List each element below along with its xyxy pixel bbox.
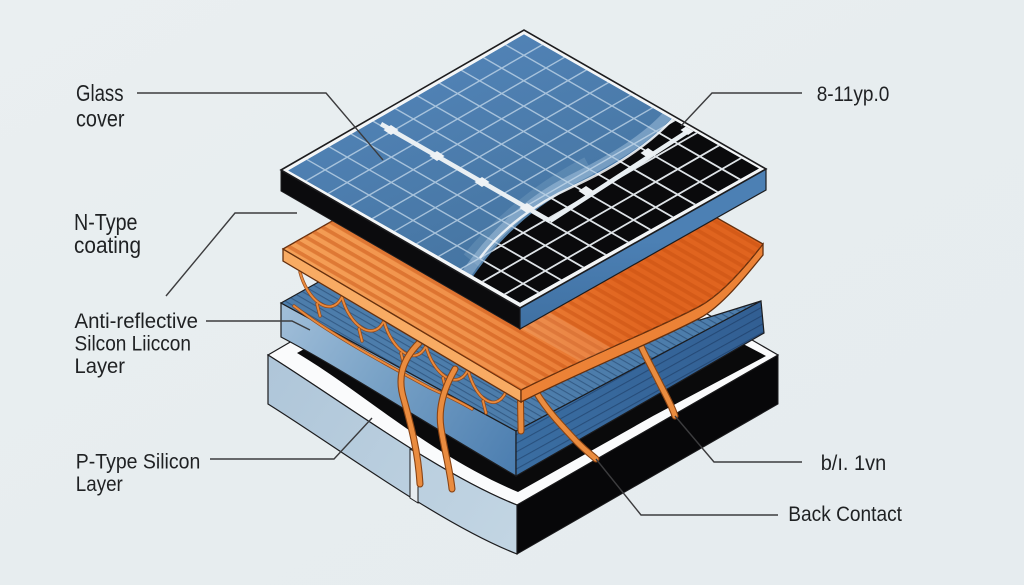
svg-text:b/ı. 1vn: b/ı. 1vn <box>821 452 887 475</box>
svg-text:Layer: Layer <box>76 473 123 496</box>
svg-text:N-Type: N-Type <box>74 209 138 235</box>
svg-text:P-Type Silicon: P-Type Silicon <box>76 451 201 474</box>
svg-text:cover: cover <box>76 106 125 132</box>
svg-text:8-11yp.0: 8-11yp.0 <box>817 83 890 106</box>
svg-text:Back Contact: Back Contact <box>788 503 902 526</box>
svg-text:Glass: Glass <box>76 80 124 106</box>
svg-text:Layer: Layer <box>75 355 126 378</box>
svg-text:Silcon Liiccon: Silcon Liiccon <box>75 333 192 356</box>
svg-text:coating: coating <box>74 232 141 258</box>
svg-text:Anti-reflective: Anti-reflective <box>75 310 199 333</box>
